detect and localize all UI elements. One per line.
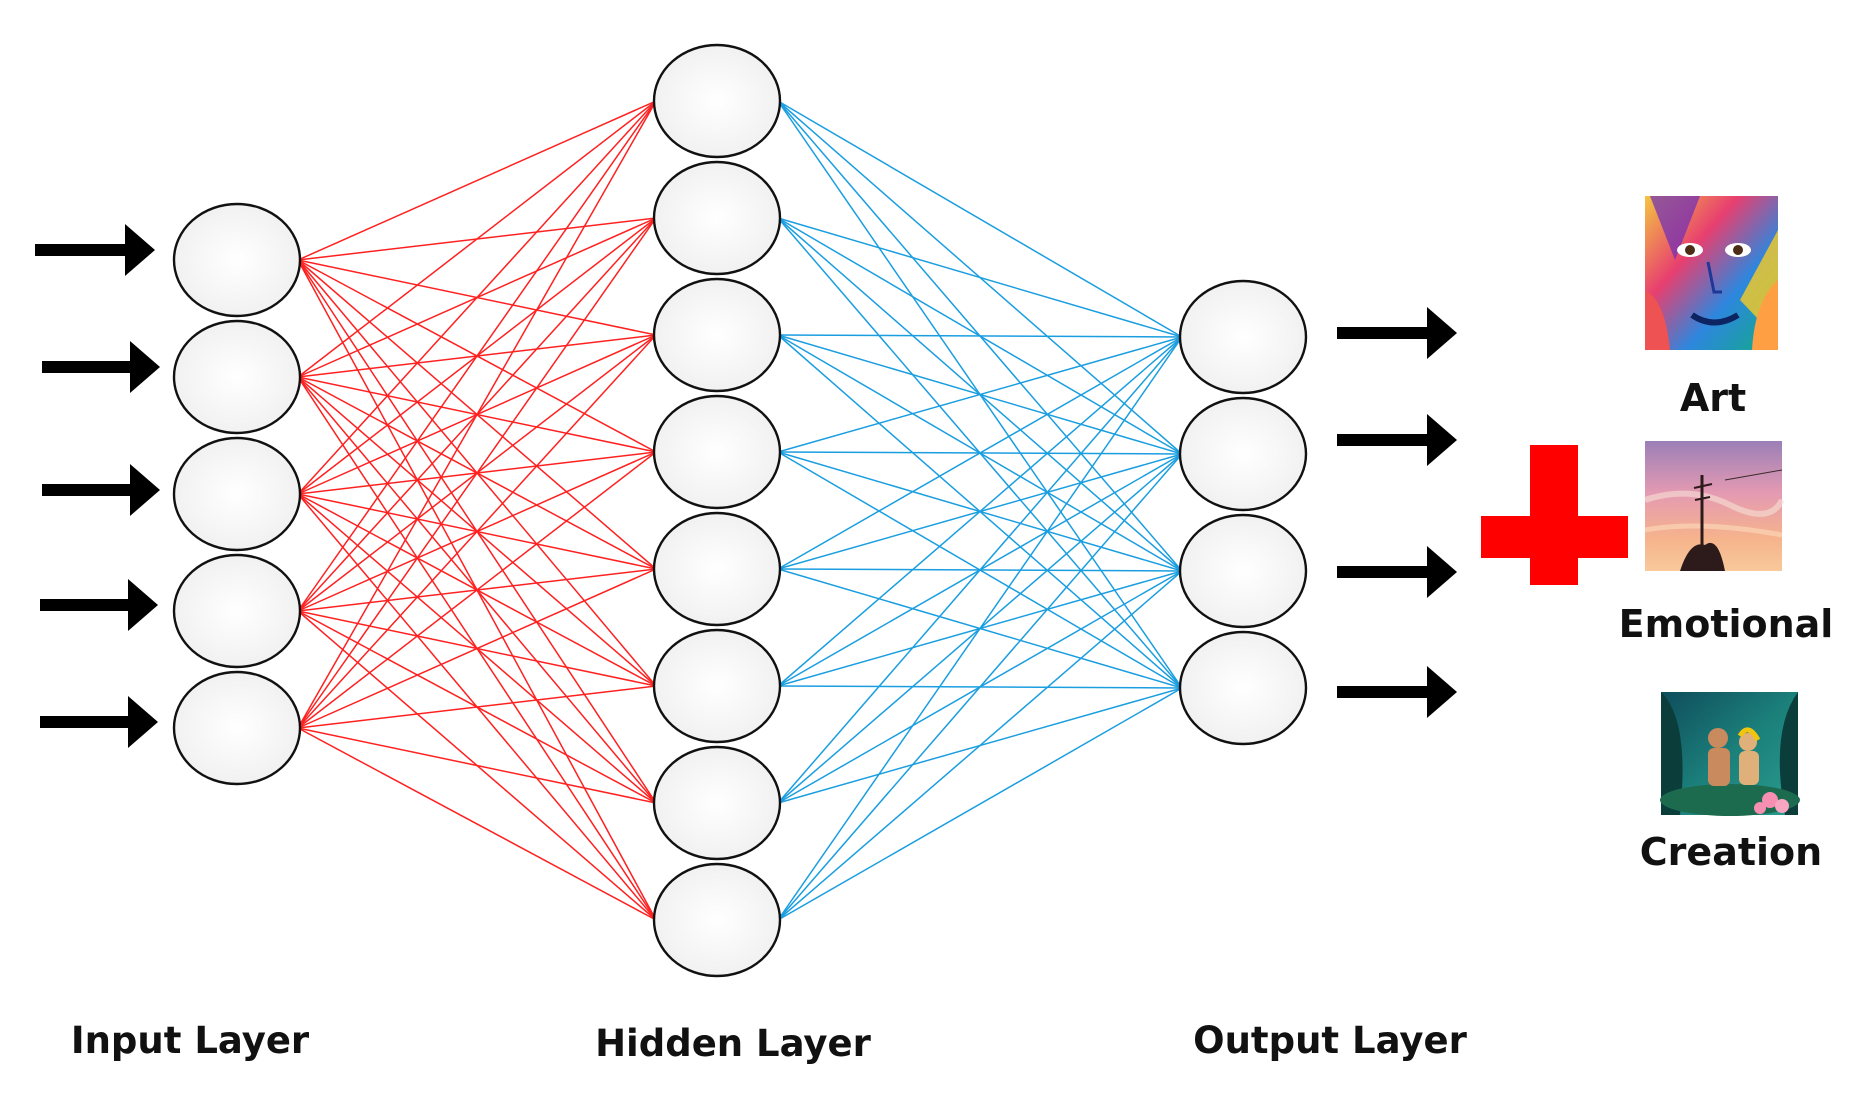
edge-hidden-3-output-1: [777, 334, 1183, 338]
hidden-node-7: [652, 745, 782, 861]
input-node-5: [172, 670, 302, 786]
art-image-icon: [1645, 196, 1778, 350]
input-node-3: [172, 436, 302, 552]
creation-label: Creation: [1640, 830, 1822, 874]
input-node-1: [172, 202, 302, 318]
edge-input-5-hidden-7: [297, 727, 657, 804]
output-node-2: [1178, 396, 1308, 512]
hidden-node-5: [652, 511, 782, 627]
hidden-node-2: [652, 160, 782, 276]
edge-input-5-hidden-3: [297, 334, 657, 729]
input-arrow-3-icon: [42, 464, 160, 516]
output-arrow-4-icon: [1337, 666, 1457, 718]
edge-hidden-7-output-1: [777, 336, 1183, 804]
input-node-4: [172, 553, 302, 669]
edge-input-2-hidden-1: [297, 100, 657, 378]
edge-hidden-8-output-1: [777, 336, 1183, 921]
edge-hidden-2-output-1: [777, 217, 1183, 338]
output-node-1: [1178, 279, 1308, 395]
output-arrow-1-icon: [1337, 307, 1457, 359]
hidden-node-1: [652, 43, 782, 159]
input-node-2: [172, 319, 302, 435]
emotional-label: Emotional: [1619, 602, 1834, 646]
edge-input-5-hidden-8: [297, 727, 657, 921]
edge-hidden-8-output-3: [777, 570, 1183, 921]
edge-input-5-hidden-2: [297, 217, 657, 729]
hidden-layer-nodes: [652, 43, 782, 978]
edge-input-5-hidden-6: [297, 685, 657, 729]
input-arrow-4-icon: [40, 579, 158, 631]
edge-hidden-6-output-1: [777, 336, 1183, 687]
hidden-node-3: [652, 277, 782, 393]
emotional-image-icon: [1644, 441, 1785, 571]
edge-hidden-8-output-4: [777, 687, 1183, 921]
hidden-output-connections: [777, 100, 1183, 921]
art-label: Art: [1680, 376, 1746, 420]
input-arrow-2-icon: [42, 341, 160, 393]
edge-input-5-hidden-1: [297, 100, 657, 729]
input-arrow-5-icon: [40, 696, 158, 748]
edge-input-5-hidden-5: [297, 568, 657, 729]
edge-hidden-1-output-1: [777, 100, 1183, 338]
input-layer-nodes: [172, 202, 302, 786]
output-layer-nodes: [1178, 279, 1308, 746]
output-node-4: [1178, 630, 1308, 746]
creation-image-icon: [1660, 692, 1800, 816]
hidden-node-6: [652, 628, 782, 744]
hidden-node-8: [652, 862, 782, 978]
edge-input-4-hidden-1: [297, 100, 657, 612]
output-layer-label: Output Layer: [1193, 1019, 1467, 1062]
edge-input-1-hidden-1: [297, 100, 657, 261]
output-arrow-3-icon: [1337, 546, 1457, 598]
input-hidden-connections: [297, 100, 657, 921]
edge-hidden-5-output-1: [777, 336, 1183, 570]
output-arrow-2-icon: [1337, 414, 1457, 466]
hidden-node-4: [652, 394, 782, 510]
output-node-3: [1178, 513, 1308, 629]
plus-icon: [1481, 445, 1628, 585]
input-layer-label: Input Layer: [71, 1019, 310, 1062]
edge-input-5-hidden-4: [297, 451, 657, 729]
edge-hidden-4-output-1: [777, 336, 1183, 453]
edge-input-3-hidden-1: [297, 100, 657, 495]
input-arrow-1-icon: [35, 224, 155, 276]
edge-hidden-8-output-2: [777, 453, 1183, 921]
output-arrows: [1337, 307, 1457, 718]
hidden-layer-label: Hidden Layer: [595, 1022, 872, 1065]
input-arrows: [35, 224, 160, 748]
